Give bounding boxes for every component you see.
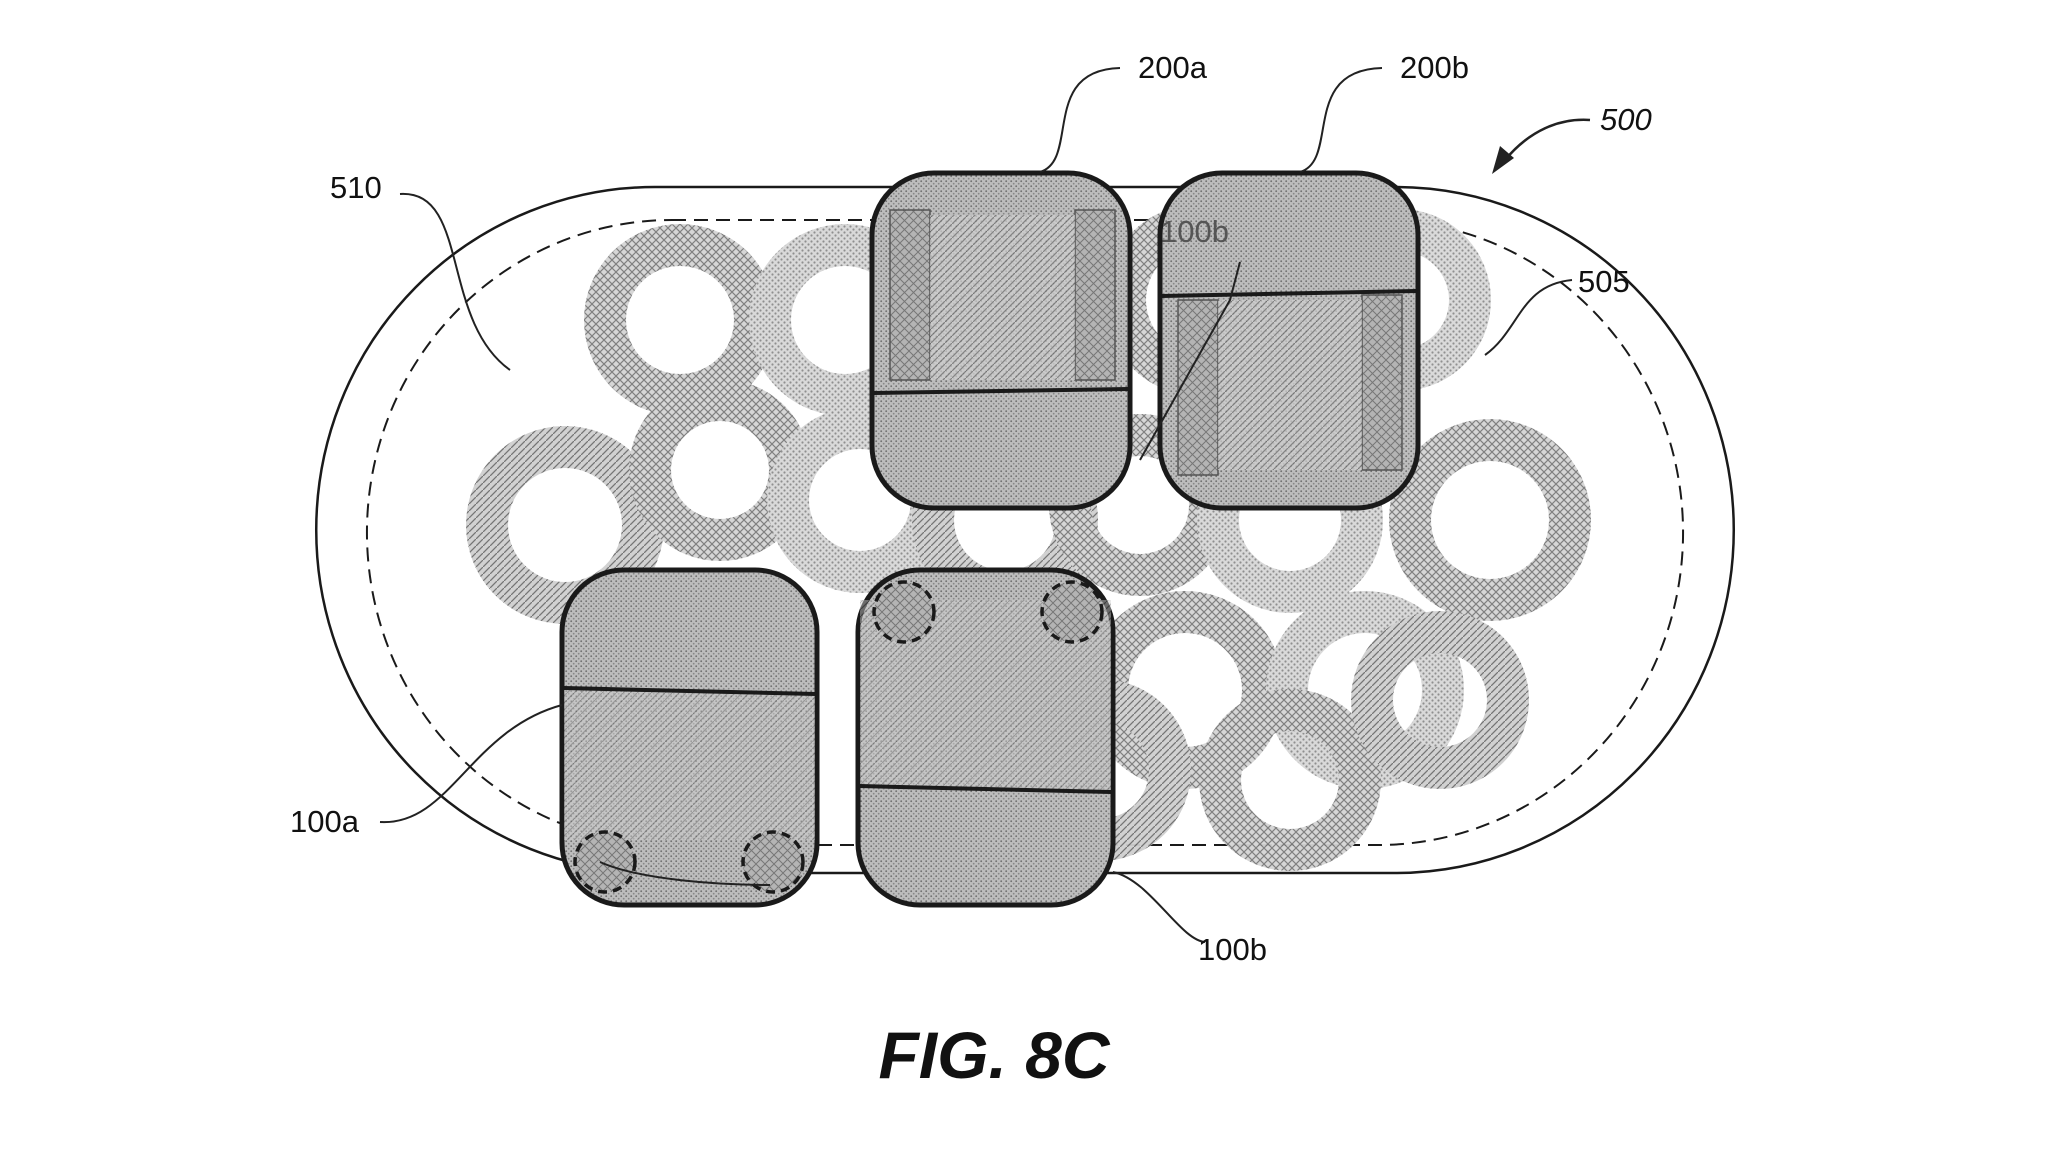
device-200b [1157,170,1421,511]
label-inner-100b: 100b [1160,214,1229,249]
label-200a: 200a [1138,50,1208,85]
system-arrow [1492,118,1591,174]
label-505: 505 [1578,264,1630,299]
label-100a: 100a [290,804,360,839]
figure-caption: FIG. 8C [878,1018,1110,1092]
label-100b: 100b [1198,932,1267,967]
leader-lines [379,67,1573,943]
label-500: 500 [1600,102,1652,137]
tray-dashed-boundary [366,219,1684,846]
device-100a [559,567,820,908]
device-200a [869,170,1133,511]
label-510: 510 [330,170,382,205]
label-200b: 200b [1400,50,1469,85]
device-100b [855,567,1116,908]
